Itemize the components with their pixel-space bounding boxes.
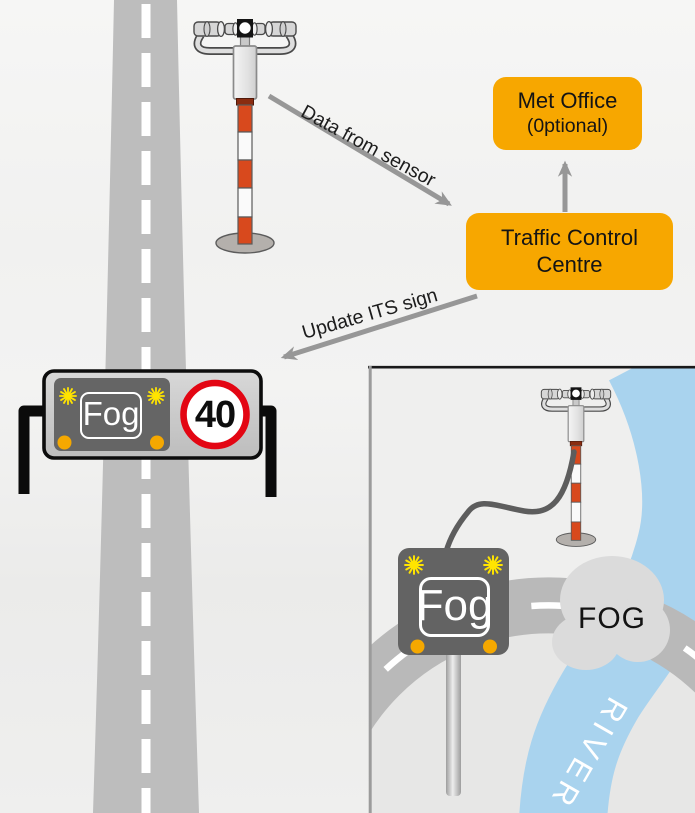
- visibility-sensor-icon: [194, 19, 296, 253]
- inset-sign-message: Fog: [417, 577, 492, 637]
- inset-panel: [369, 366, 695, 813]
- traffic-control-centre-node: Traffic Control Centre: [466, 213, 673, 290]
- arrow-data-from-sensor: [267, 93, 452, 207]
- beacon-dot-icon: [57, 435, 72, 450]
- beacon-dot-icon: [150, 435, 164, 450]
- arrow-update-its-sign: [280, 293, 478, 360]
- sensor-cable: [443, 449, 577, 555]
- fog-patch: [552, 556, 670, 670]
- inset-sign-pole: [446, 650, 461, 796]
- its-sign-message: Fog: [80, 392, 142, 439]
- beacon-dot-icon: [410, 639, 425, 654]
- speed-roundel-icon: [180, 379, 250, 450]
- met-office-sublabel: (0ptional): [526, 115, 609, 138]
- met-office-node: Met Office (0ptional): [493, 77, 642, 150]
- tcc-label-line1: Traffic Control: [501, 224, 638, 250]
- fog-area-label: FOG: [578, 602, 646, 635]
- met-office-label: Met Office: [517, 88, 618, 114]
- speed-limit-value: 40: [194, 394, 236, 436]
- tcc-label-line2: Centre: [536, 251, 603, 277]
- beacon-dot-icon: [483, 639, 497, 654]
